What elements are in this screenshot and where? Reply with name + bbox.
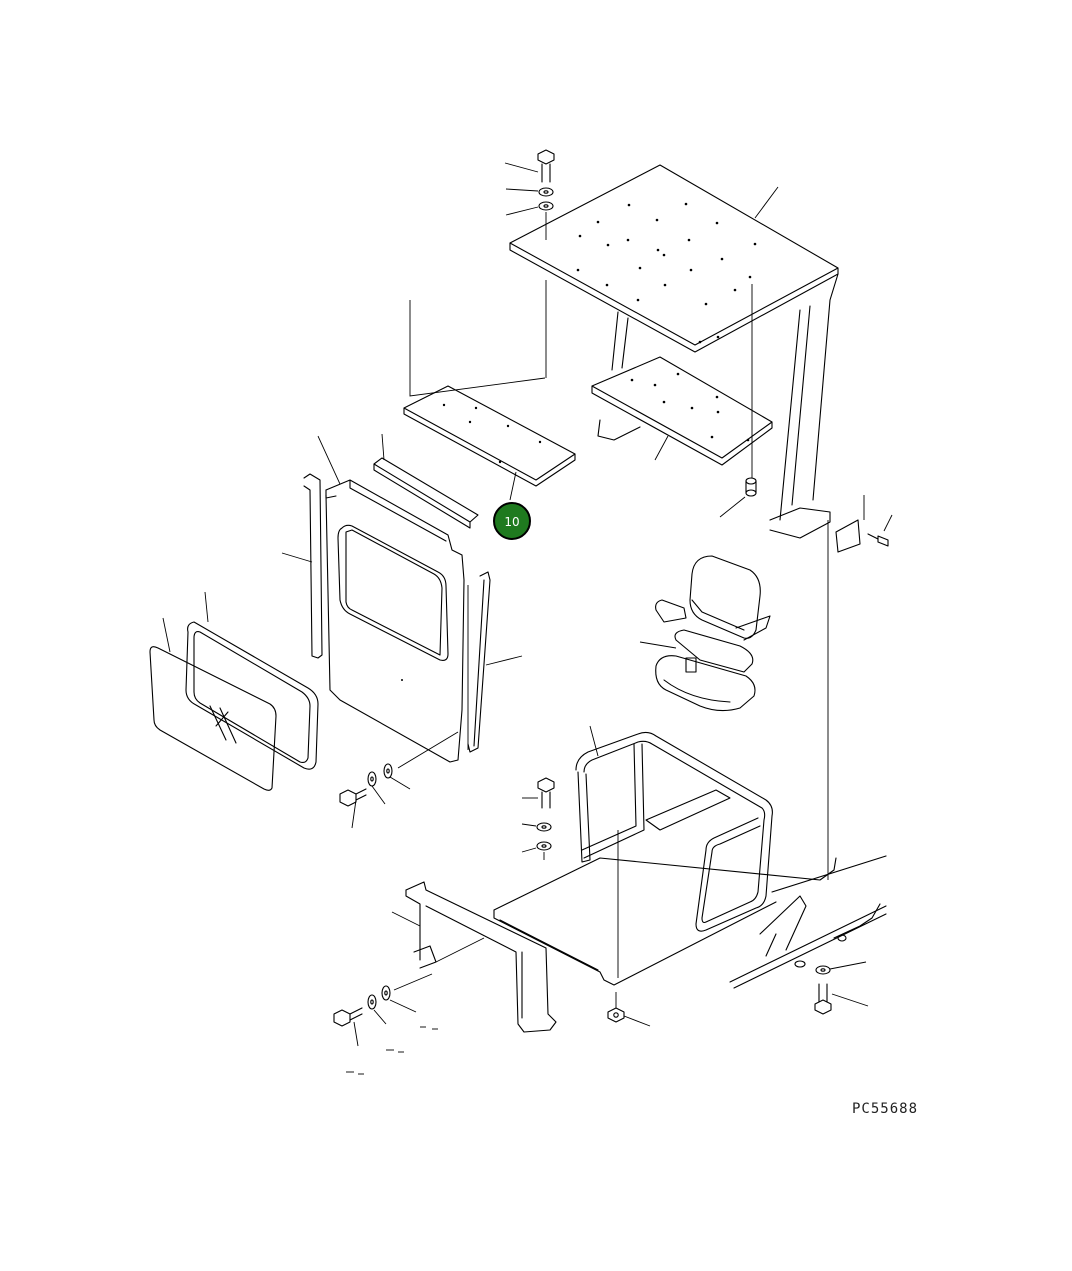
bracket-lock-washer — [381, 985, 417, 1013]
door-assembly — [317, 435, 465, 763]
frame-rails — [729, 855, 887, 989]
stray-marks — [346, 1026, 438, 1075]
hex-nut — [607, 992, 651, 1027]
roof-bolt — [504, 149, 555, 183]
roof-pillar-rear — [769, 273, 839, 539]
roof-lock-washer — [505, 201, 554, 216]
floor-plate-lower — [493, 830, 837, 986]
floor-bolt — [522, 777, 555, 809]
floor-support-bracket — [391, 881, 557, 1033]
leader-bracket-bolt — [393, 973, 433, 991]
locating-pin — [719, 477, 757, 518]
upper-seal-strip — [373, 433, 479, 529]
door-front-rail — [281, 473, 323, 659]
visor-bracket — [403, 385, 576, 501]
door-bolt — [339, 788, 367, 829]
floor-washer — [521, 822, 552, 832]
tapping-screw — [867, 514, 893, 547]
roof-pillar-front — [611, 311, 629, 371]
bracket-washer — [367, 994, 387, 1025]
callout-10[interactable]: 10 — [493, 502, 531, 540]
floor-plate-upper — [591, 356, 773, 466]
window-glass — [149, 617, 277, 791]
callout-marker[interactable] — [493, 502, 531, 540]
window-frame — [185, 591, 319, 770]
leader-door-bolt — [397, 731, 459, 769]
frame-bolt — [814, 983, 869, 1015]
door-washer — [367, 771, 386, 805]
frame-washer — [815, 961, 867, 975]
leader-visor-bracket — [409, 300, 546, 397]
door-rear-rail — [467, 571, 523, 753]
reference-code: PC55688 — [852, 1101, 919, 1117]
bracket-bolt — [333, 1007, 363, 1047]
guard-frame — [575, 725, 773, 932]
roof-washer — [505, 187, 554, 197]
nameplate — [835, 495, 865, 553]
door-lock-washer — [383, 763, 411, 790]
callout-label[interactable]: 10 — [504, 515, 519, 529]
roof-panel — [509, 164, 839, 353]
operator-seat — [639, 555, 771, 712]
floor-lock-washer — [521, 841, 552, 853]
